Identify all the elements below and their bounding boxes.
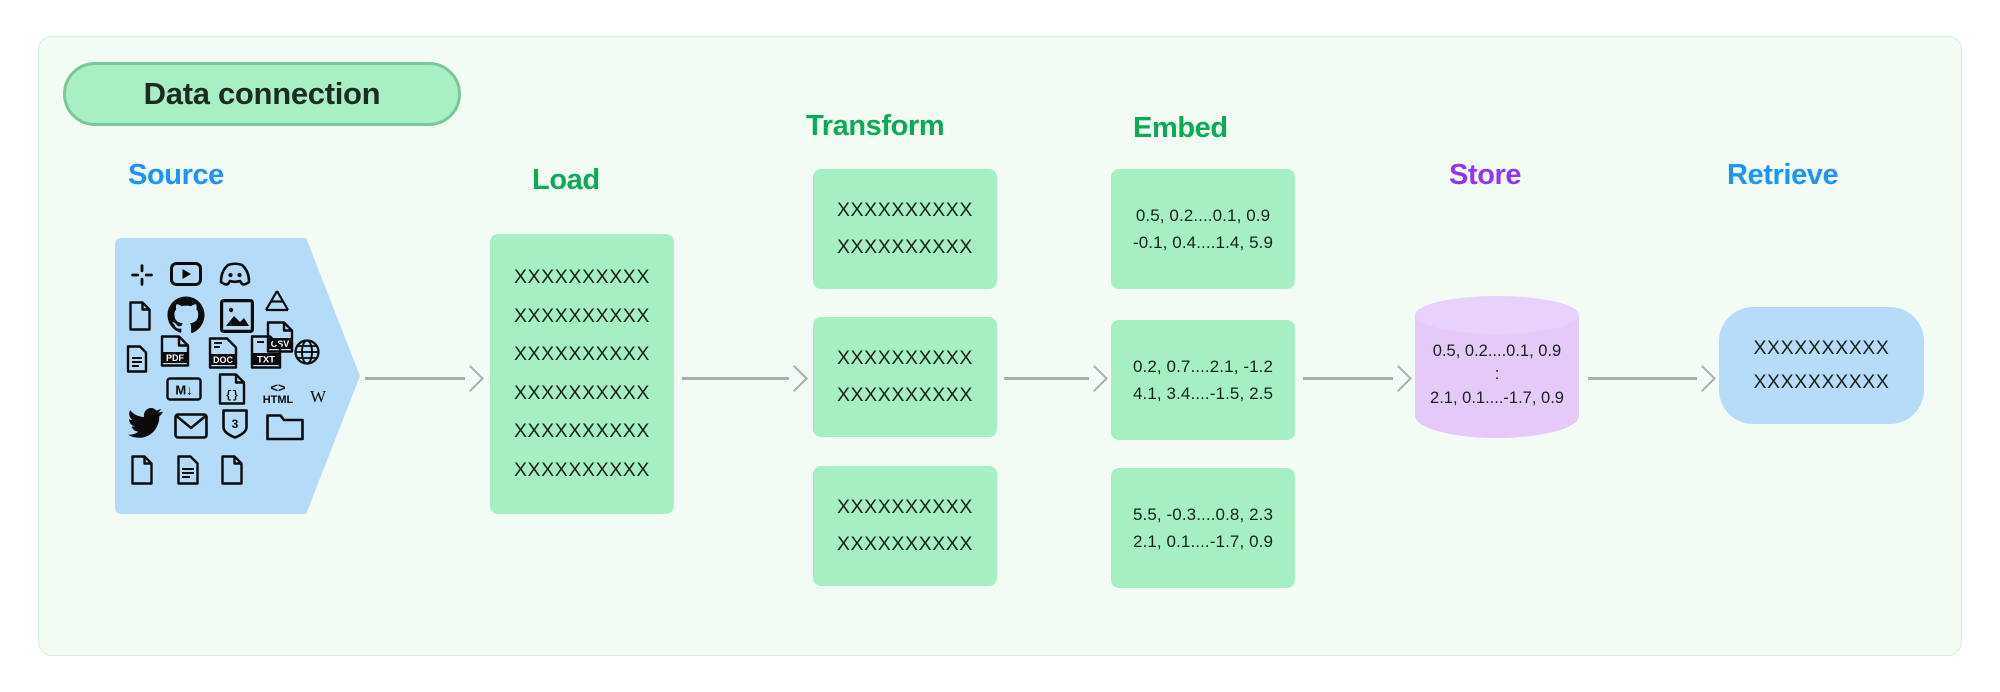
file-icon [127,300,153,332]
load-line: XXXXXXXXXX [513,343,651,365]
embed-line: -0.1, 0.4....1.4, 5.9 [1132,233,1274,252]
csv-file-icon: CSV [265,320,295,354]
arrow-store-to-retrieve [1588,365,1716,392]
txt-file-icon: TXT [249,334,283,370]
store-text: 0.5, 0.2....0.1, 0.9 : 2.1, 0.1....-1.7,… [1415,340,1579,410]
transform-chunk: XXXXXXXXXX XXXXXXXXXX [813,317,997,437]
doc-file-icon: DOC [207,336,239,370]
svg-text:CSV: CSV [271,339,290,349]
retrieve-card: XXXXXXXXXX XXXXXXXXXX [1719,307,1924,424]
transform-line: XXXXXXXXXX [836,383,974,406]
document-lines-icon [125,344,149,374]
retrieve-line: XXXXXXXXXX [1753,337,1890,359]
arrow-load-to-transform [682,365,808,392]
arrow-head [1689,365,1716,392]
arrow-shaft [1004,377,1089,380]
transform-line: XXXXXXXXXX [836,347,974,369]
stage-label-embed: Embed [1133,112,1228,144]
svg-text:W: W [310,387,327,406]
file-plain-icon [219,454,245,486]
transform-chunk: XXXXXXXXXX XXXXXXXXXX [813,466,997,586]
arrow-transform-to-embed [1004,365,1108,392]
embed-vector: 0.5, 0.2....0.1, 0.9 -0.1, 0.4....1.4, 5… [1111,169,1295,289]
stage-label-transform: Transform [806,110,945,142]
discord-icon [217,260,253,288]
transform-line: XXXXXXXXXX [836,199,974,221]
globe-icon [293,338,321,366]
arrow-head [1385,365,1412,392]
html-icon: <> HTML [262,379,294,406]
arrow-source-to-load [365,365,484,392]
embed-line: 5.5, -0.3....0.8, 2.3 [1132,505,1274,524]
arrow-shaft [365,377,465,380]
store-line: 0.5, 0.2....0.1, 0.9 [1432,342,1562,360]
arrow-head [457,365,484,392]
transform-line: XXXXXXXXXX [836,235,974,258]
retrieve-line: XXXXXXXXXX [1753,370,1890,393]
google-drive-icon [263,288,291,314]
youtube-icon [169,260,203,288]
image-icon [219,298,255,334]
load-line: XXXXXXXXXX [513,381,651,404]
source-icon-grid: CSV PDF DOC [115,238,360,514]
store-line: 2.1, 0.1....-1.7, 0.9 [1430,388,1564,407]
embed-line: 0.2, 0.7....2.1, -1.2 [1132,357,1274,376]
email-icon [173,412,209,440]
transform-line: XXXXXXXXXX [836,532,974,555]
arrow-shaft [682,377,789,380]
arrow-head [1081,365,1108,392]
load-line: XXXXXXXXXX [513,304,651,327]
load-line: XXXXXXXXXX [513,420,651,442]
file-blank-icon [129,454,155,486]
twitter-icon [127,406,165,440]
slack-icon [129,262,155,288]
embed-line: 4.1, 3.4....-1.5, 2.5 [1132,384,1274,403]
embed-line: 2.1, 0.1....-1.7, 0.9 [1132,532,1274,551]
diagram-frame [38,36,1962,656]
stage-label-store: Store [1449,159,1522,191]
css-icon: 3 [221,408,249,440]
svg-text:PDF: PDF [166,353,185,363]
cylinder-body [1415,314,1579,438]
svg-text:DOC: DOC [213,355,234,365]
arrow-embed-to-store [1303,365,1412,392]
file-text-icon [175,454,201,486]
store-cylinder: 0.5, 0.2....0.1, 0.9 : 2.1, 0.1....-1.7,… [1415,296,1579,456]
svg-text:TXT: TXT [257,355,275,366]
embed-vector: 5.5, -0.3....0.8, 2.3 2.1, 0.1....-1.7, … [1111,468,1295,588]
svg-text:M↓: M↓ [175,383,192,398]
transform-chunk: XXXXXXXXXX XXXXXXXXXX [813,169,997,289]
svg-text:{}: {} [225,390,238,402]
load-line: XXXXXXXXXX [513,458,651,481]
svg-text:3: 3 [232,417,239,431]
folder-icon [265,410,305,442]
load-card: XXXXXXXXXX XXXXXXXXXX XXXXXXXXXX XXXXXXX… [490,234,674,514]
stage-label-source: Source [128,159,224,191]
page-title: Data connection [143,76,381,111]
pdf-file-icon: PDF [159,334,191,368]
embed-vector: 0.2, 0.7....2.1, -1.2 4.1, 3.4....-1.5, … [1111,320,1295,440]
wikipedia-icon: W [305,384,331,408]
arrow-head [781,365,808,392]
cylinder-top-ellipse [1415,296,1579,334]
stage-label-load: Load [532,164,600,196]
diagram-title-pill: Data connection [63,62,461,126]
github-icon [165,294,207,336]
load-line: XXXXXXXXXX [513,266,651,288]
markdown-icon: M↓ [165,376,203,402]
transform-line: XXXXXXXXXX [836,496,974,518]
arrow-shaft [1303,377,1393,380]
store-line: : [1494,365,1500,384]
arrow-shaft [1588,377,1697,380]
stage-label-retrieve: Retrieve [1727,159,1839,191]
json-file-icon: {} [217,372,247,406]
embed-line: 0.5, 0.2....0.1, 0.9 [1135,206,1271,225]
